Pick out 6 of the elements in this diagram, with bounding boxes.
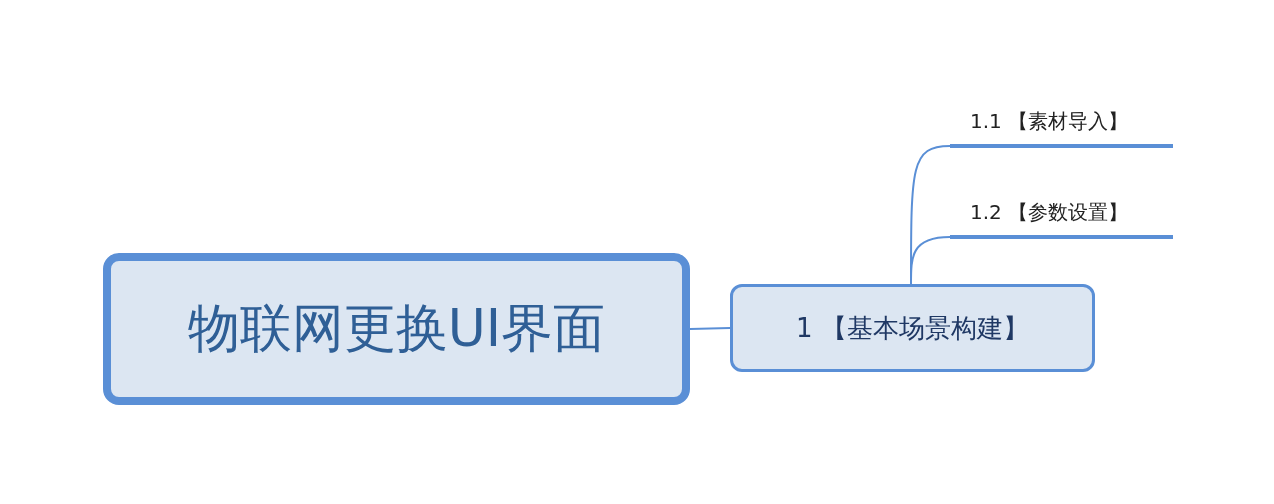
topic-box: 1 【基本场景构建】 (730, 284, 1095, 372)
central-topic-box: 物联网更换UI界面 (103, 253, 690, 405)
subtopic-branch: 1.1 【素材导入】 (950, 98, 1173, 148)
subtopic-branch: 1.2 【参数设置】 (950, 189, 1173, 239)
connector-line (910, 236, 951, 285)
connector-line (689, 327, 731, 330)
